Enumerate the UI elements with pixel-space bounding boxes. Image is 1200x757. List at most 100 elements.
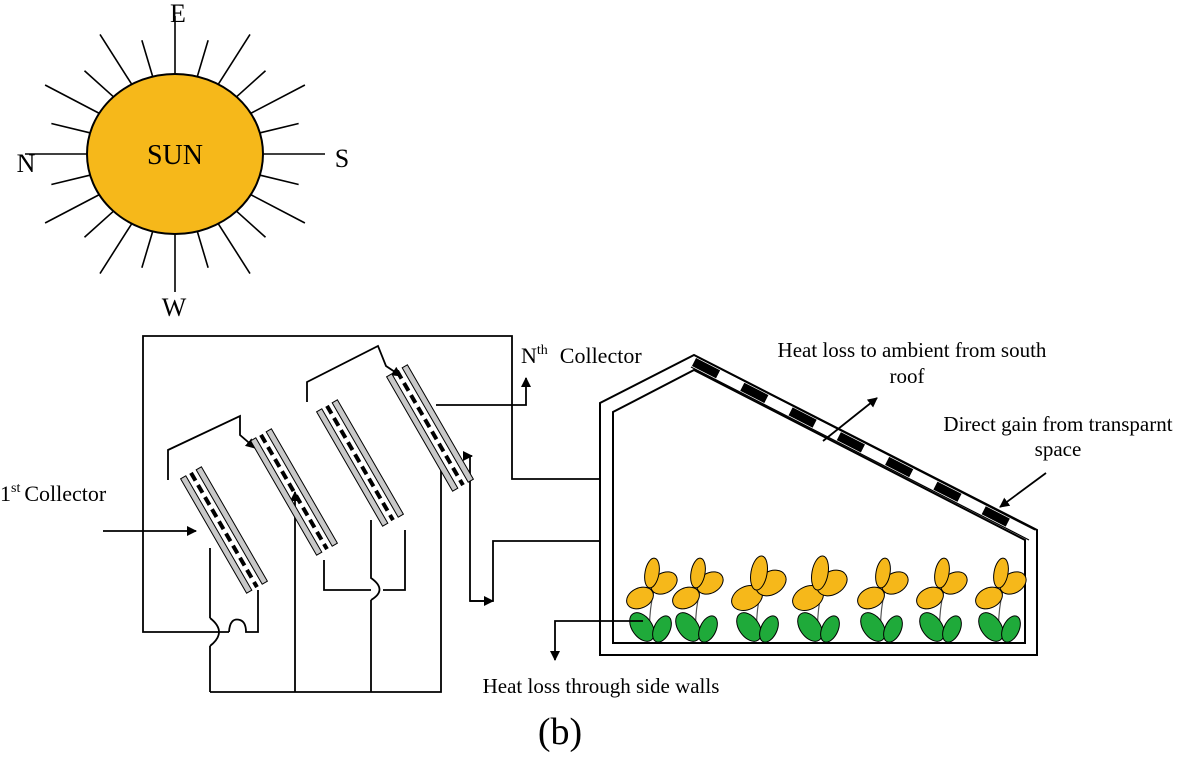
sun-disc (86, 73, 264, 235)
roof-heat-loss-arrow (822, 397, 878, 442)
top-link-1-2 (167, 414, 256, 480)
sun-ray (257, 173, 299, 186)
collector-glazing (331, 399, 405, 518)
roof-edge-top (696, 356, 1036, 531)
roof-glazing-segment (836, 432, 866, 453)
collector-absorber (325, 404, 395, 522)
collector-array (179, 364, 475, 594)
direction-north: N (17, 149, 36, 178)
plant (857, 557, 909, 643)
sun-ray (51, 173, 93, 186)
sun-ray (196, 231, 209, 268)
sun-ray (196, 40, 209, 77)
sun-ray (83, 209, 115, 238)
plant (916, 557, 968, 643)
plant (672, 557, 724, 643)
flower-petal (993, 557, 1009, 589)
sun-ray (83, 70, 115, 99)
collector-absorber (395, 369, 465, 487)
collector-absorber (259, 433, 329, 551)
figure-caption: (b) (538, 711, 582, 753)
collector-glazing (401, 364, 475, 483)
bottom-header (210, 465, 442, 693)
sun-ray (249, 84, 306, 115)
roof-glazing-segment (933, 481, 962, 502)
sun-ray (249, 193, 306, 224)
plant-leaf (919, 612, 945, 642)
roof-glazing-segment (691, 357, 721, 379)
roof-glazing-segment (981, 506, 1010, 527)
plant-leaf (860, 612, 886, 642)
link-pipe-3 (383, 530, 406, 591)
flower-petal (626, 586, 654, 610)
piping-network (103, 335, 600, 693)
direct-gain-arrow (999, 472, 1047, 508)
sun-ray (257, 122, 299, 135)
plant (975, 557, 1027, 643)
sun-ray (235, 70, 267, 99)
collector-glazing (249, 437, 323, 556)
plant-leaf (629, 612, 655, 642)
direction-east: E (170, 0, 186, 28)
collector-glazing (179, 475, 253, 594)
plant-leaf (978, 612, 1004, 642)
flower-petal (690, 557, 706, 589)
plant-row (626, 555, 1027, 643)
plant-leaf (820, 615, 840, 643)
solar-collector (249, 428, 339, 556)
greenhouse-outer-wall (599, 353, 1038, 656)
flower-petal (811, 555, 829, 591)
roof-heat-loss-label-line1: Heat loss to ambient from south (778, 338, 1047, 362)
greenhouse-inner-wall (612, 368, 1026, 644)
top-link-3-4 (306, 344, 402, 402)
link-pipe-2-3 (323, 560, 371, 591)
flower-petal (857, 586, 885, 610)
greenhouse-feed-pipe (463, 451, 600, 602)
roof-glazing-segment (885, 456, 914, 478)
plant-leaf (675, 612, 701, 642)
plant-leaf (797, 612, 823, 642)
sun-ray (235, 209, 267, 238)
south-roof-glazing (690, 356, 1036, 541)
solar-collector (385, 364, 475, 492)
roof-glazing-segment (788, 407, 817, 428)
flower-petal (672, 586, 700, 610)
roof-glazing-segment (716, 370, 745, 391)
flower-petal (750, 555, 768, 591)
greenhouse: Heat loss to ambient from south roof Dir… (483, 338, 1173, 698)
plant (626, 557, 678, 643)
flower-petal (934, 557, 950, 589)
direct-gain-label-line1: Direct gain from transparnt (943, 412, 1172, 436)
collector-absorber (189, 471, 259, 589)
plant (792, 555, 848, 643)
crossover-hump-2 (370, 520, 381, 601)
roof-glazing-segment (957, 493, 986, 515)
collector-glazing (195, 466, 269, 585)
direct-gain-label-line2: space (1035, 437, 1082, 461)
plant-leaf (736, 612, 762, 642)
roof-glazing-segment (860, 444, 890, 465)
roof-glazing-segment (909, 469, 938, 490)
sun-ray (44, 193, 101, 224)
crossover-hump-1 (228, 590, 259, 633)
side-wall-heat-loss-label: Heat loss through side walls (483, 674, 720, 698)
roof-glazing-segment (764, 395, 793, 416)
roof-glazing-segment (740, 382, 769, 404)
roof-edge-bottom (690, 366, 1030, 541)
roof-glazing-segment (1005, 518, 1035, 540)
roof-glazing-segment (812, 419, 841, 441)
solar-collector (179, 466, 269, 594)
collector-glazing (385, 373, 459, 492)
nth-outlet-pipe (436, 377, 531, 406)
sun-group: SUN E W N S (17, 0, 350, 322)
roof-heat-loss-label-line2: roof (890, 364, 925, 388)
collector-glazing (265, 428, 339, 547)
plant-leaf (883, 615, 903, 643)
flower-petal (644, 557, 660, 589)
plant-leaf (942, 615, 962, 643)
sun-ray (217, 34, 251, 86)
plant-leaf (698, 615, 718, 643)
sun-ray (141, 231, 154, 268)
